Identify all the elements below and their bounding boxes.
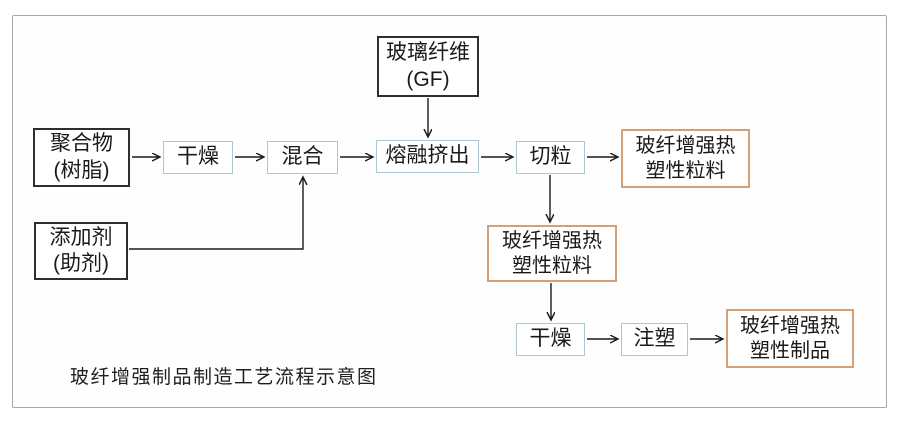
node-reinforced-pellets-1: 玻纤增强热 塑性粒料 <box>621 129 750 188</box>
diagram-caption: 玻纤增强制品制造工艺流程示意图 <box>70 367 378 388</box>
node-drying-2-label: 干燥 <box>529 327 572 351</box>
node-reinforced-pellets-2: 玻纤增强热 塑性粒料 <box>487 225 617 282</box>
node-polymer-line2: (树脂) <box>53 158 110 182</box>
node-additives: 添加剂 (助剂) <box>34 222 128 280</box>
node-glass-fiber-line2: (GF) <box>406 67 450 91</box>
node-reinforced-pellets-1-line1: 玻纤增强热 <box>635 134 736 157</box>
node-polymer-line1: 聚合物 <box>50 132 113 156</box>
node-reinforced-pellets-1-line2: 塑性粒料 <box>645 159 726 182</box>
node-injection-molding-label: 注塑 <box>633 327 676 351</box>
node-drying-2: 干燥 <box>516 323 585 356</box>
node-injection-molding: 注塑 <box>621 323 688 356</box>
node-drying-1-label: 干燥 <box>177 145 219 169</box>
node-melt-extrusion: 熔融挤出 <box>376 140 479 173</box>
node-final-product-line1: 玻纤增强热 <box>740 314 840 337</box>
node-reinforced-pellets-2-line2: 塑性粒料 <box>512 254 592 277</box>
node-additives-line1: 添加剂 <box>49 225 113 249</box>
node-glass-fiber: 玻璃纤维 (GF) <box>377 36 479 97</box>
node-final-product: 玻纤增强热 塑性制品 <box>726 309 854 368</box>
node-glass-fiber-line1: 玻璃纤维 <box>386 41 470 65</box>
node-final-product-line2: 塑性制品 <box>750 339 830 362</box>
node-polymer: 聚合物 (树脂) <box>33 128 130 187</box>
node-mixing: 混合 <box>267 141 338 174</box>
node-drying-1: 干燥 <box>163 141 233 174</box>
node-melt-extrusion-label: 熔融挤出 <box>385 144 470 168</box>
node-pelletizing-label: 切粒 <box>529 145 572 169</box>
node-pelletizing: 切粒 <box>516 141 585 174</box>
node-reinforced-pellets-2-line1: 玻纤增强热 <box>502 229 602 252</box>
node-additives-line2: (助剂) <box>53 252 109 275</box>
node-mixing-label: 混合 <box>281 145 324 169</box>
